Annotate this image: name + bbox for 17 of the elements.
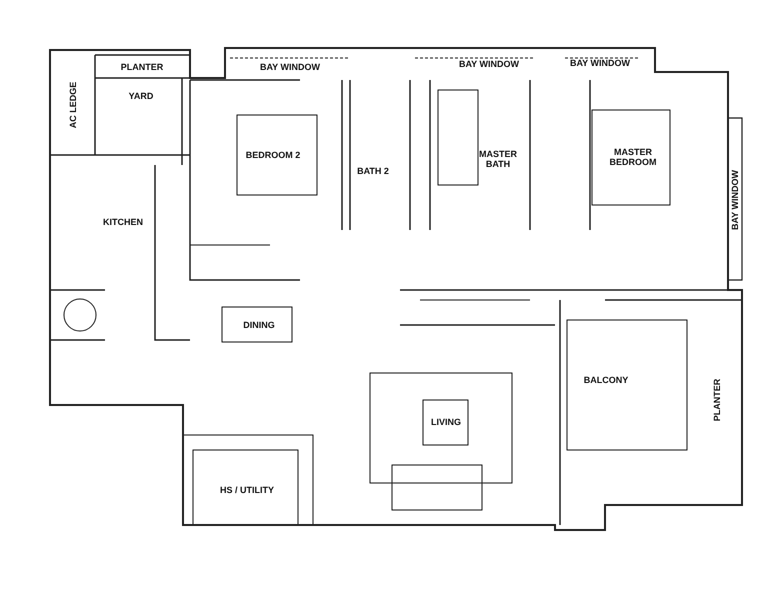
room-label: BEDROOM 2: [246, 150, 300, 160]
room-label: YARD: [128, 91, 154, 101]
room-label: MASTER BATH: [478, 149, 518, 169]
room-label: BAY WINDOW: [730, 170, 740, 230]
room-label: HS / UTILITY: [220, 485, 274, 495]
room-label: PLANTER: [120, 62, 164, 72]
room-label: AC LEDGE: [68, 82, 78, 128]
room-label: KITCHEN: [103, 217, 143, 227]
room-label: BATH 2: [357, 166, 389, 176]
room-label: BAY WINDOW: [570, 58, 630, 68]
room-label: LIVING: [431, 417, 461, 427]
room-label: DINING: [243, 320, 275, 330]
room-label: BALCONY: [584, 375, 628, 385]
room-label: MASTER BEDROOM: [608, 147, 658, 167]
room-label: BAY WINDOW: [459, 59, 519, 69]
room-label: BAY WINDOW: [260, 62, 320, 72]
room-label: PLANTER: [712, 378, 722, 422]
